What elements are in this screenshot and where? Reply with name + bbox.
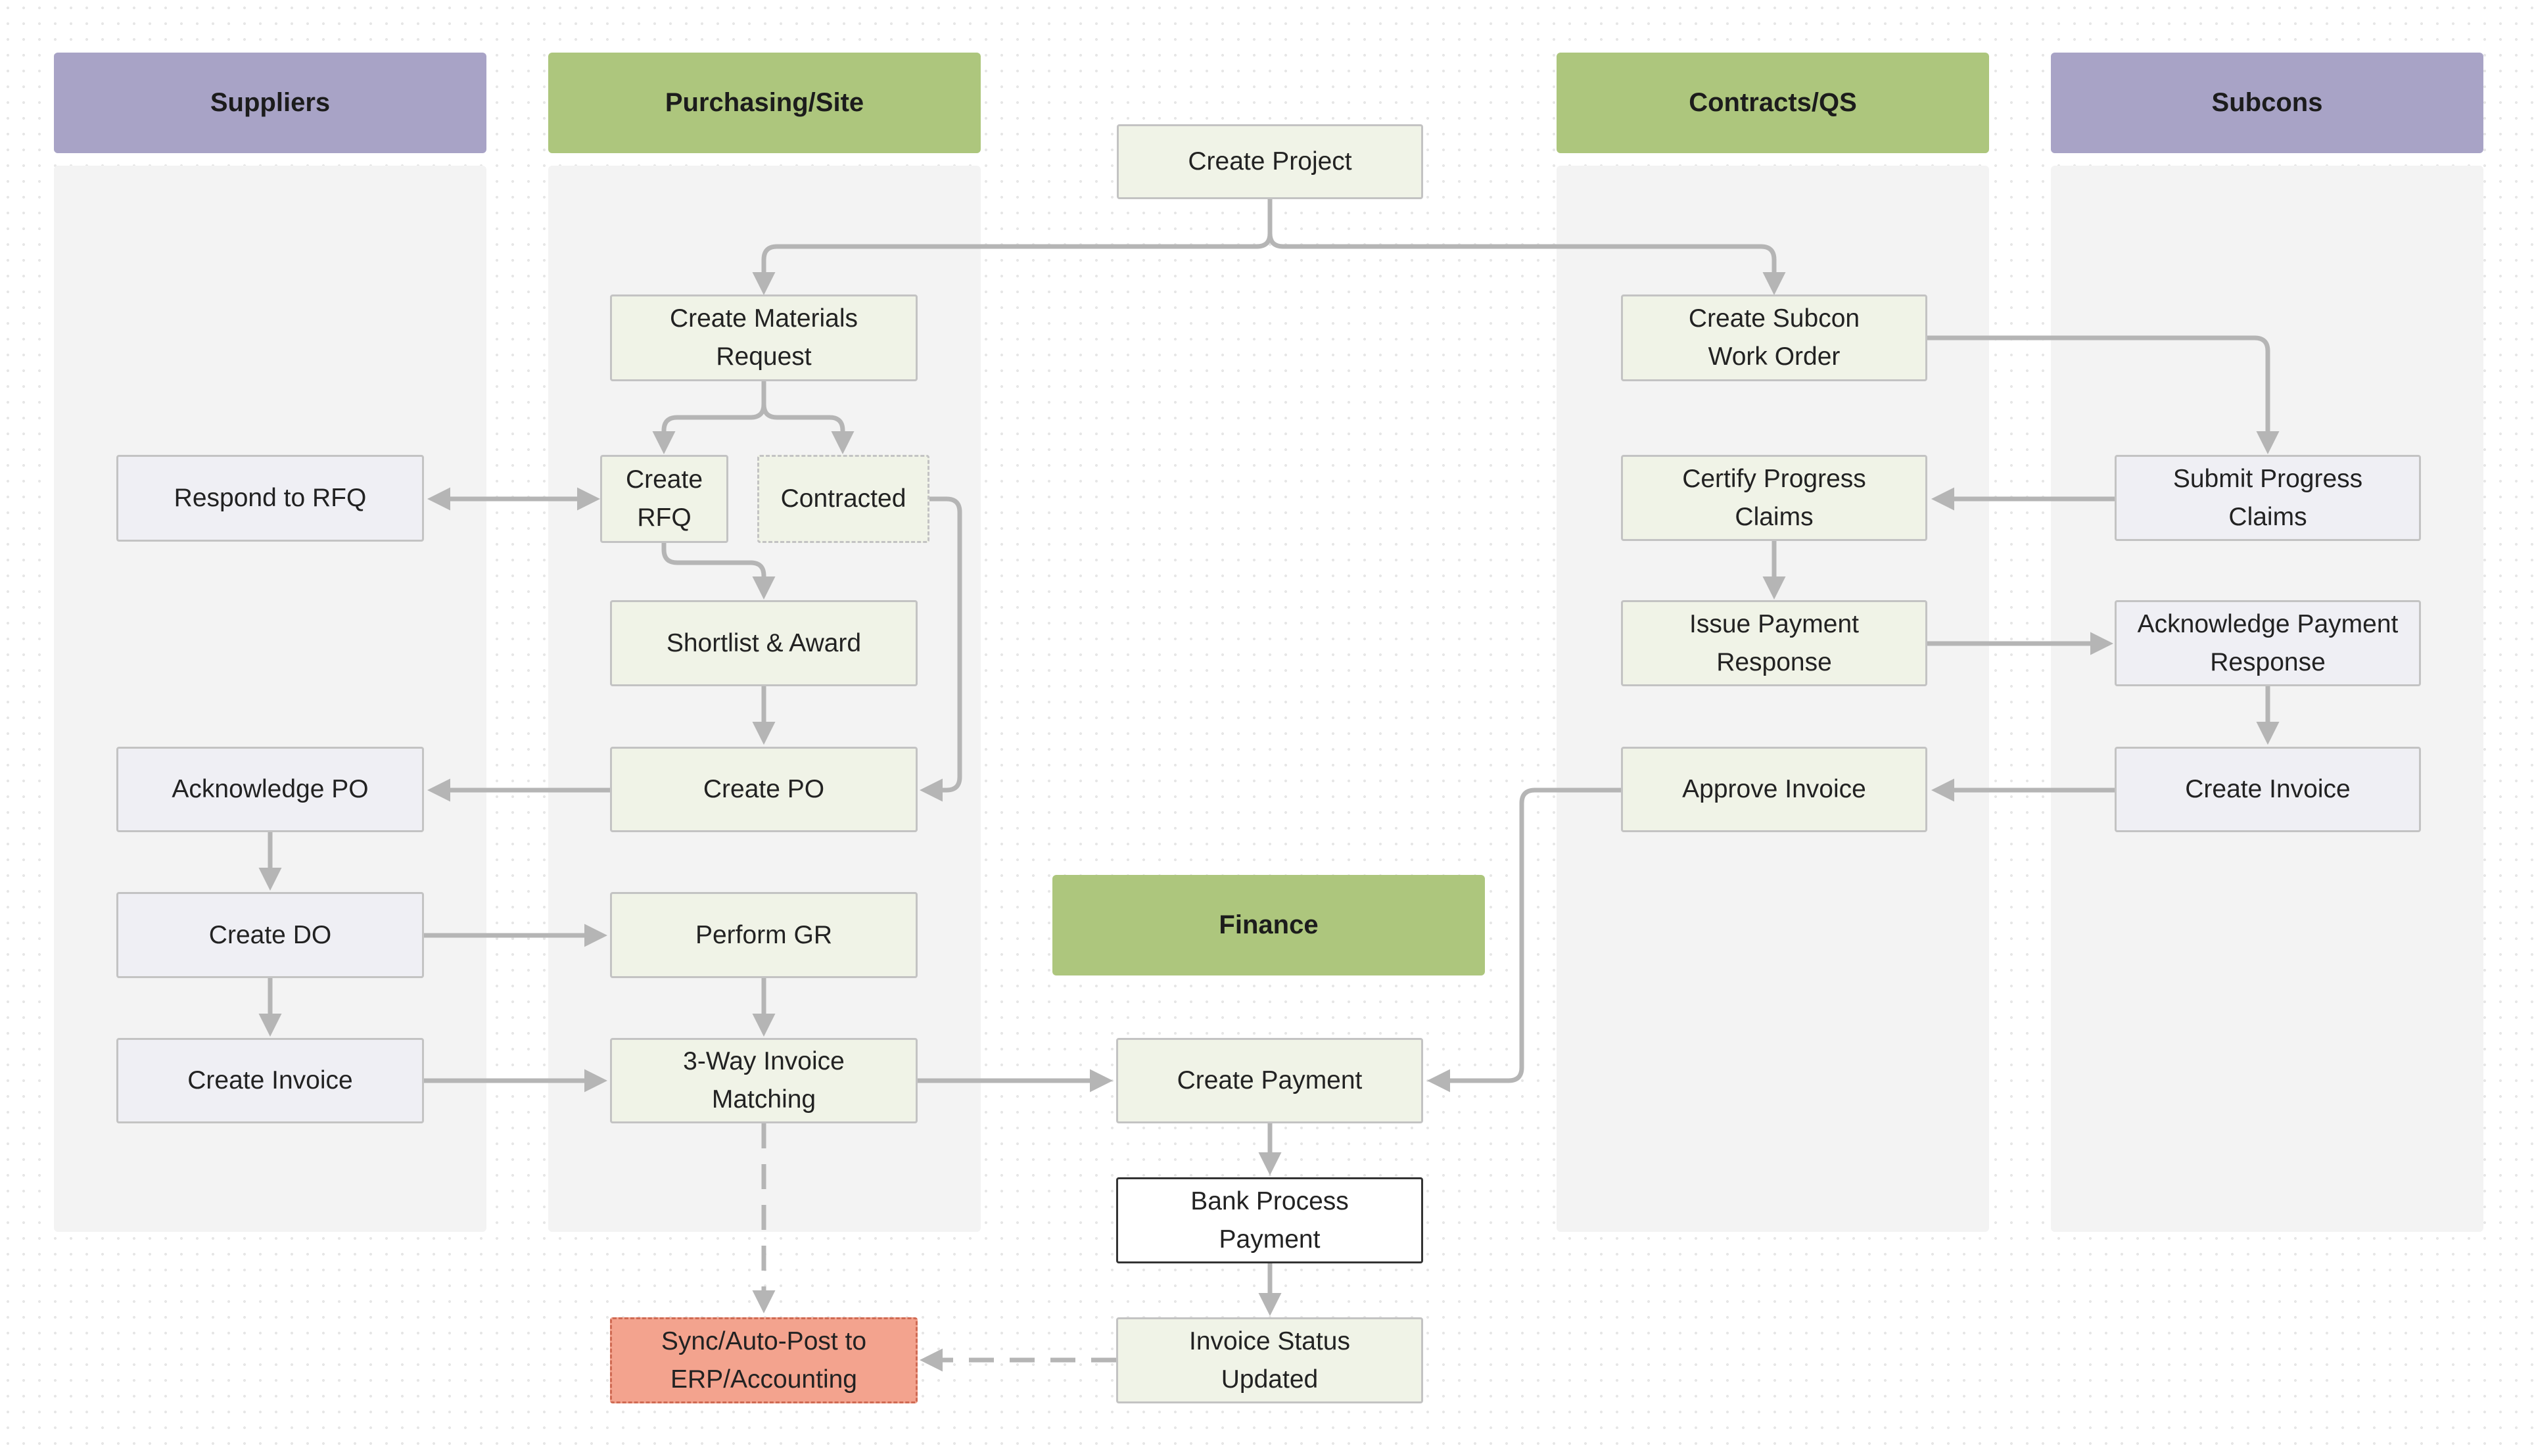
node-create-project[interactable]: Create Project — [1117, 124, 1423, 199]
node-three-way-matching[interactable]: 3-Way Invoice Matching — [610, 1038, 918, 1123]
node-acknowledge-po[interactable]: Acknowledge PO — [116, 747, 424, 832]
lane-subcons-bg — [2051, 166, 2483, 1232]
node-invoice-status-updated[interactable]: Invoice Status Updated — [1116, 1317, 1423, 1403]
node-create-payment[interactable]: Create Payment — [1116, 1038, 1423, 1123]
node-acknowledge-payment-response[interactable]: Acknowledge Payment Response — [2115, 600, 2421, 686]
node-approve-invoice[interactable]: Approve Invoice — [1621, 747, 1927, 832]
node-respond-to-rfq[interactable]: Respond to RFQ — [116, 455, 424, 542]
node-sync-erp[interactable]: Sync/Auto-Post to ERP/Accounting — [610, 1317, 918, 1403]
lane-header-subcons: Subcons — [2051, 53, 2483, 153]
node-create-po[interactable]: Create PO — [610, 747, 918, 832]
lane-header-contracts: Contracts/QS — [1557, 53, 1989, 153]
node-issue-payment-response[interactable]: Issue Payment Response — [1621, 600, 1927, 686]
node-shortlist-award[interactable]: Shortlist & Award — [610, 600, 918, 686]
lane-header-suppliers: Suppliers — [54, 53, 486, 153]
node-contracted[interactable]: Contracted — [757, 455, 929, 543]
node-create-invoice-supplier[interactable]: Create Invoice — [116, 1038, 424, 1123]
lane-header-purchasing: Purchasing/Site — [548, 53, 981, 153]
node-create-invoice-subcon[interactable]: Create Invoice — [2115, 747, 2421, 832]
node-submit-progress-claims[interactable]: Submit Progress Claims — [2115, 455, 2421, 541]
node-create-materials-request[interactable]: Create Materials Request — [610, 294, 918, 381]
node-bank-process-payment[interactable]: Bank Process Payment — [1116, 1177, 1423, 1263]
lane-header-finance: Finance — [1052, 875, 1485, 975]
node-create-subcon-work-order[interactable]: Create Subcon Work Order — [1621, 294, 1927, 381]
node-create-do[interactable]: Create DO — [116, 892, 424, 978]
node-create-rfq[interactable]: Create RFQ — [600, 455, 728, 543]
node-perform-gr[interactable]: Perform GR — [610, 892, 918, 978]
node-certify-progress-claims[interactable]: Certify Progress Claims — [1621, 455, 1927, 541]
